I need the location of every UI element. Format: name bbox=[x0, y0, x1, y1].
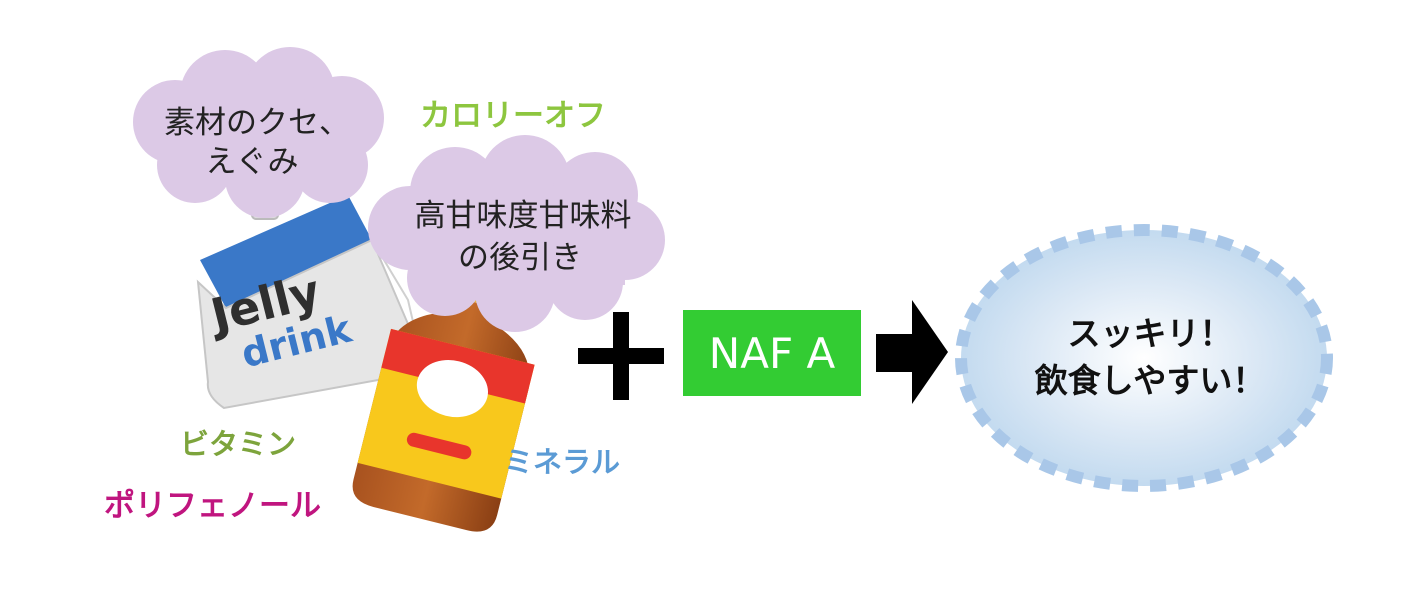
label-vitamin: ビタミン bbox=[180, 427, 296, 461]
cloud-shape-2 bbox=[368, 135, 665, 332]
result-line-1: スッキリ！ bbox=[1068, 314, 1233, 353]
bubble-2-line-1: 高甘味度甘味料 bbox=[415, 198, 632, 234]
naf-a-box: NAF A bbox=[683, 310, 861, 396]
result-line-2: 飲食しやすい！ bbox=[1035, 361, 1266, 400]
label-mineral: ミネラル bbox=[504, 445, 620, 479]
label-calorie-off: カロリーオフ bbox=[420, 98, 606, 134]
naf-a-label: NAF A bbox=[709, 329, 836, 378]
plus-icon bbox=[578, 312, 664, 400]
cloud-shape-1 bbox=[133, 47, 384, 218]
jelly-drink-pouch-icon: Jelly drink bbox=[196, 182, 422, 410]
result-ellipse: スッキリ！ 飲食しやすい！ bbox=[955, 224, 1333, 492]
bubble-1-line-2: えぐみ bbox=[206, 144, 299, 180]
label-polyphenol: ポリフェノール bbox=[104, 488, 321, 524]
thought-bubble-1: 素材のクセ、 えぐみ bbox=[133, 47, 384, 218]
bubble-2-line-2: の後引き bbox=[458, 240, 582, 276]
bubble-1-line-1: 素材のクセ、 bbox=[164, 105, 350, 141]
arrow-right-icon bbox=[876, 300, 948, 404]
thought-bubble-2: 高甘味度甘味料 の後引き bbox=[368, 135, 665, 332]
